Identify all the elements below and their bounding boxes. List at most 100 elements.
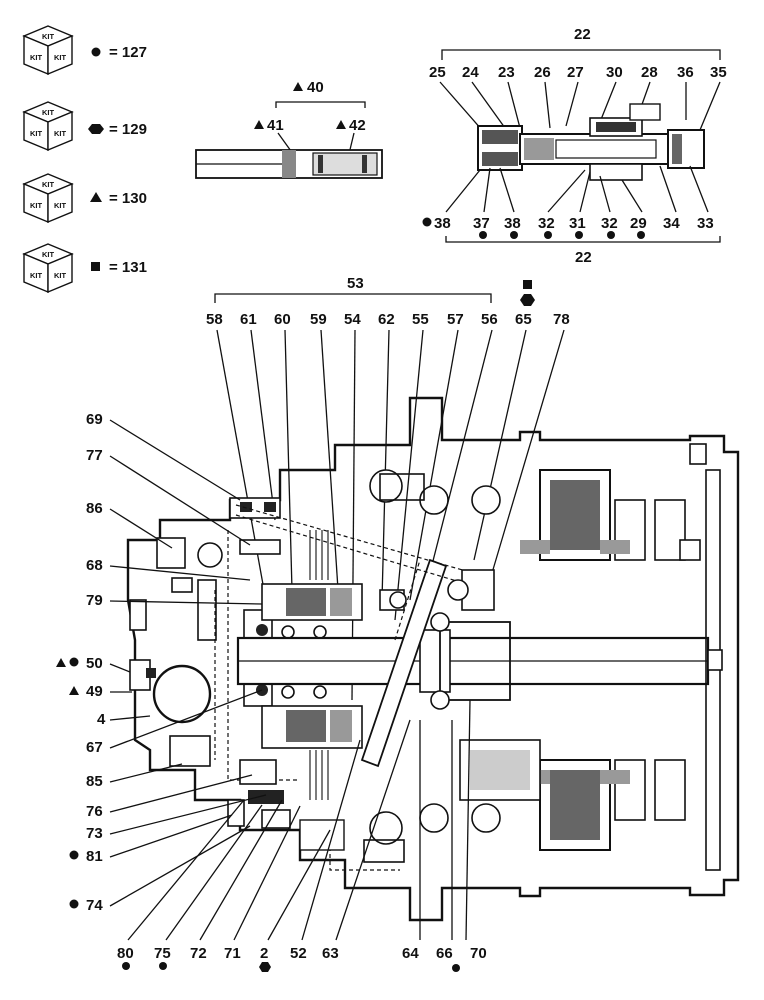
part-number-label: 25: [429, 64, 446, 81]
kit-cube-icon: KIT KIT KIT: [22, 25, 74, 76]
part-number-label: 52: [290, 945, 307, 962]
dot-marker-icon: [122, 962, 130, 970]
kit-cube-icon: KIT KIT KIT: [22, 101, 74, 152]
legend-text-127: = 127: [109, 44, 147, 61]
part-number-label: 24: [462, 64, 479, 81]
dot-marker-icon: [69, 899, 79, 909]
part-number-label: 28: [641, 64, 658, 81]
part-number-label: 54: [344, 311, 361, 328]
dot-marker-icon: [69, 657, 79, 667]
part-number-label: 50: [86, 655, 103, 672]
label-53: 53: [347, 275, 364, 292]
main-assembly: 53 58 61 60 59 54 62 55 57 56 65 78: [56, 275, 740, 972]
label-40: 40: [307, 79, 324, 96]
part-number-label: 81: [86, 848, 103, 865]
part-number-label: 80: [117, 945, 134, 962]
part-number-label: 77: [86, 447, 103, 464]
part-number-label: 73: [86, 825, 103, 842]
part-number-label: KIT: [54, 271, 67, 280]
triangle-marker-icon: [293, 82, 303, 91]
dot-marker-icon: [159, 962, 167, 970]
part-number-label: 36: [677, 64, 694, 81]
part-number-label: KIT: [30, 129, 43, 138]
part-number-label: 75: [154, 945, 171, 962]
part-number-label: 62: [378, 311, 395, 328]
part-number-label: 85: [86, 773, 103, 790]
part-number-label: KIT: [42, 250, 55, 259]
part-number-label: 66: [436, 945, 453, 962]
part-number-label: 49: [86, 683, 103, 700]
dot-marker-icon: [479, 231, 487, 239]
kit-label-right: KIT: [54, 53, 67, 62]
square-marker-icon: [91, 262, 100, 271]
part-number-label: 26: [534, 64, 551, 81]
kit-cube-icon: KIT KIT KIT: [22, 173, 74, 224]
dot-marker-icon: [510, 231, 518, 239]
part-number-label: 72: [190, 945, 207, 962]
part-number-label: 63: [322, 945, 339, 962]
part-number-label: 69: [86, 411, 103, 428]
triangle-marker-icon: [90, 192, 102, 202]
dot-marker-icon: [69, 850, 79, 860]
part-number-label: 74: [86, 897, 103, 914]
part-number-label: 27: [567, 64, 584, 81]
part-number-label: KIT: [42, 108, 55, 117]
label-22-top: 22: [574, 26, 591, 43]
part-number-label: 57: [447, 311, 464, 328]
part-number-label: 33: [697, 215, 714, 232]
legend-text-130: = 130: [109, 190, 147, 207]
part-number-label: 38: [434, 215, 451, 232]
part-number-label: 37: [473, 215, 490, 232]
part-number-label: 60: [274, 311, 291, 328]
kit-label-top: KIT: [42, 32, 55, 41]
part-number-label: 30: [606, 64, 623, 81]
part-number-label: 76: [86, 803, 103, 820]
part-number-label: 34: [663, 215, 680, 232]
part-number-label: 35: [710, 64, 727, 81]
part-number-label: KIT: [54, 201, 67, 210]
dot-marker-icon: [91, 47, 101, 57]
legend-text-129: = 129: [109, 121, 147, 138]
part-number-label: 61: [240, 311, 257, 328]
part-number-label: 32: [538, 215, 555, 232]
part-number-label: 31: [569, 215, 586, 232]
kit-cube-icon: KIT KIT KIT: [22, 243, 74, 294]
part-number-label: 56: [481, 311, 498, 328]
label-41: 41: [267, 117, 284, 134]
part-40-detail: 40 41 42: [195, 79, 383, 179]
hexagon-marker-icon: [520, 294, 535, 306]
hexagon-marker-icon: [259, 962, 271, 972]
legend-text-131: = 131: [109, 259, 147, 276]
part-number-label: 29: [630, 215, 647, 232]
part-number-label: 79: [86, 592, 103, 609]
part-number-label: 71: [224, 945, 241, 962]
part-number-label: 68: [86, 557, 103, 574]
label-22-bottom: 22: [575, 249, 592, 266]
part-number-label: 32: [601, 215, 618, 232]
part-number-label: 86: [86, 500, 103, 517]
part-number-label: 2: [260, 945, 268, 962]
part-number-label: 59: [310, 311, 327, 328]
hexagon-marker-icon: [88, 124, 104, 134]
part-number-label: KIT: [42, 180, 55, 189]
part-number-label: KIT: [30, 271, 43, 280]
dot-marker-icon: [544, 231, 552, 239]
triangle-marker-icon: [69, 686, 79, 695]
part-number-label: KIT: [54, 129, 67, 138]
triangle-marker-icon: [254, 120, 264, 129]
dot-marker-icon: [637, 231, 645, 239]
dot-marker-icon: [607, 231, 615, 239]
part-number-label: 55: [412, 311, 429, 328]
dot-marker-icon: [452, 964, 460, 972]
part-number-label: 78: [553, 311, 570, 328]
dot-marker-icon: [575, 231, 583, 239]
triangle-marker-icon: [56, 658, 66, 667]
part-number-label: 65: [515, 311, 532, 328]
label-42: 42: [349, 117, 366, 134]
part-number-label: KIT: [30, 201, 43, 210]
part-number-label: 64: [402, 945, 419, 962]
square-marker-icon: [523, 280, 532, 289]
part-number-label: 23: [498, 64, 515, 81]
triangle-marker-icon: [336, 120, 346, 129]
legend: KIT KIT KIT = 127 KIT KIT KIT = 129 KIT …: [22, 25, 147, 294]
